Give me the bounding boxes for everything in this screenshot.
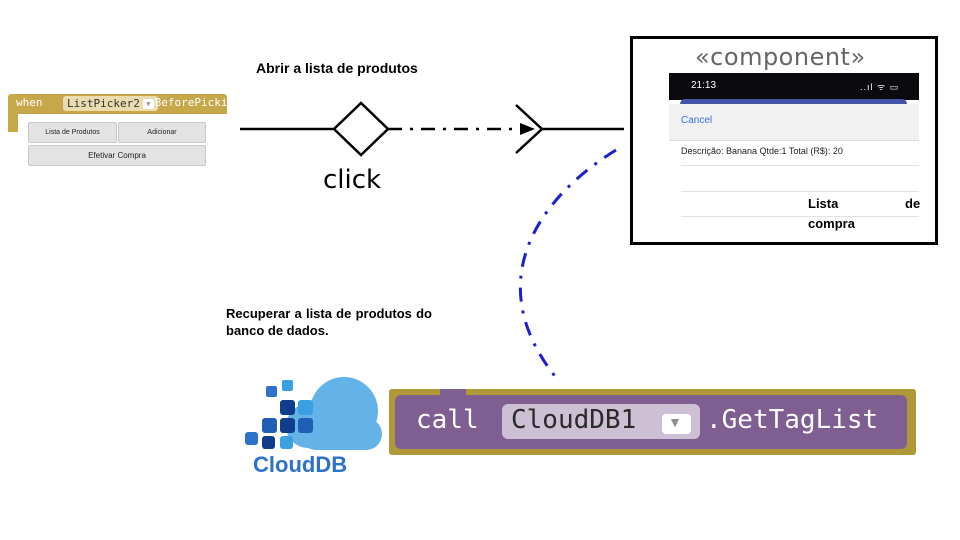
event-component-pill[interactable]: ListPicker2▼ — [63, 96, 158, 111]
list-divider — [681, 191, 919, 192]
chevron-down-icon: ▼ — [668, 414, 682, 430]
efetivar-compra-label: Efetivar Compra — [88, 151, 146, 160]
phone-status-bar — [669, 73, 919, 100]
event-when-label: when — [16, 96, 43, 109]
efetivar-compra-button[interactable]: Efetivar Compra — [28, 145, 206, 166]
list-divider — [681, 216, 919, 217]
signal-wifi-battery-icon: ..ıl ᯤ ▭ — [860, 82, 900, 92]
list-divider — [681, 165, 919, 166]
lista-produtos-label: Lista de Produtos — [45, 129, 100, 136]
call-component-label: CloudDB1 — [511, 405, 637, 435]
event-block: when ListPicker2▼ .BeforePicking — [8, 94, 241, 114]
call-block-notch — [440, 389, 466, 396]
click-label: click — [323, 165, 382, 195]
call-method-label: .GetTagList — [706, 405, 879, 435]
chevron-down-icon[interactable]: ▼ — [142, 99, 154, 109]
cancel-button[interactable]: Cancel — [681, 115, 713, 126]
clouddb-logo-text: CloudDB — [253, 452, 348, 477]
decision-diamond — [332, 101, 390, 157]
arrowhead — [520, 123, 535, 135]
adicionar-button[interactable]: Adicionar — [118, 122, 206, 143]
caption-word: de — [905, 196, 921, 211]
phone-sheet-header — [669, 104, 919, 141]
abrir-lista-label: Abrir a lista de produtos — [256, 60, 418, 76]
caption-word: Lista — [808, 196, 839, 211]
recuperar-note: Recuperar a lista de produtos do banco d… — [226, 306, 432, 338]
caption-word: compra — [808, 216, 855, 231]
adicionar-label: Adicionar — [147, 129, 177, 136]
blue-dashed-curve — [518, 148, 617, 381]
phone-app-header — [680, 99, 907, 104]
component-stereotype: «component» — [695, 43, 866, 71]
event-component-label: ListPicker2 — [67, 97, 140, 110]
phone-time: 21:13 — [691, 80, 717, 91]
event-block-arm — [8, 114, 18, 132]
call-keyword: call — [416, 405, 479, 435]
event-name-label: .BeforePicking — [148, 96, 241, 109]
lista-produtos-button[interactable]: Lista de Produtos — [28, 122, 117, 143]
dropdown-button[interactable] — [662, 414, 691, 434]
product-list-item[interactable]: Descrição: Banana Qtde:1 Total (R$): 20 — [681, 146, 843, 156]
clouddb-logo-icon — [245, 377, 382, 450]
